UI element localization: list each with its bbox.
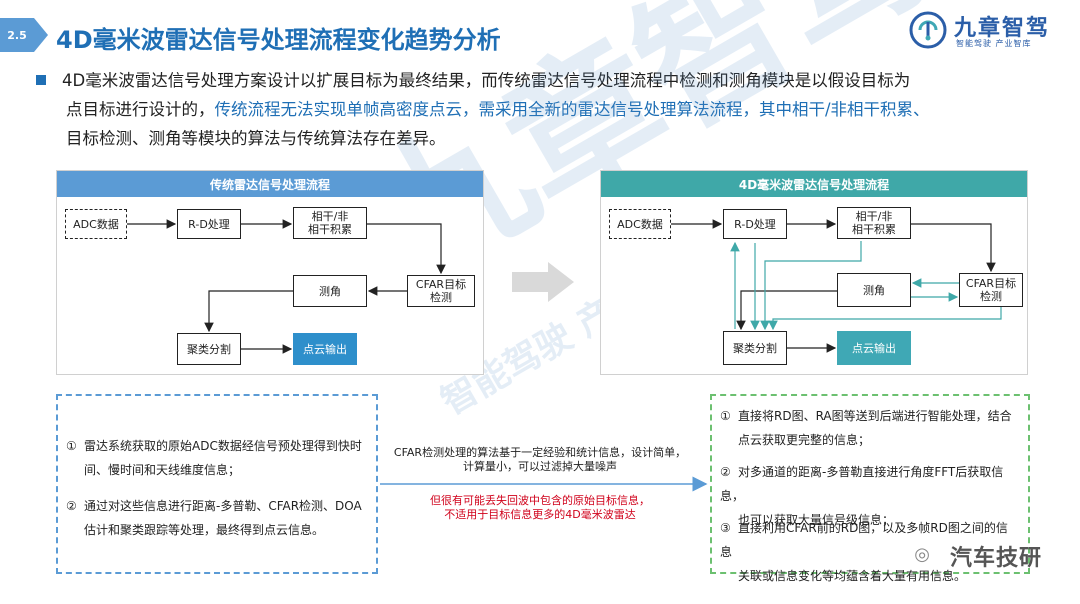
trad-node-cfar: CFAR目标 检测 [407,275,475,307]
r4d-node-adc: ADC数据 [609,209,671,239]
item-text: 也可以获取大量信号级信息； [738,513,895,527]
brand-name: 九章智驾 [954,16,1051,41]
desc-item-1: ① 直接将RD图、RA图等送到后端进行智能处理，结合 点云获取更完整的信息； [720,404,1018,452]
item-number: ③ [720,521,731,535]
wechat-icon: ◎ [914,544,930,565]
item-text: 关联或信息变化等均蕴含着大量有用信息。 [738,569,967,583]
cfar-note: CFAR检测处理的算法基于一定经验和统计信息，设计简单， 计算量小，可以过滤掉大… [380,446,700,474]
intro-text: 目标检测、测角等模块的算法与传统算法存在差异。 [66,129,446,148]
r4d-node-cfar: CFAR目标 检测 [959,273,1023,307]
r4d-node-cluster: 聚类分割 [723,331,787,365]
item-text: 对多通道的距离-多普勒直接进行角度FFT后获取信息， [720,465,1004,503]
cfar-warning-note: 但很有可能丢失回波中包含的原始目标信息， 不适用于目标信息更多的4D毫米波雷达 [380,494,700,522]
node-label: 检测 [980,290,1002,303]
intro-line-3: 目标检测、测角等模块的算法与传统算法存在差异。 [36,124,1036,153]
item-text: 直接将RD图、RA图等送到后端进行智能处理，结合 [738,409,1012,423]
item-text: 雷达系统获取的原始ADC数据经信号预处理得到快时 [84,439,362,453]
trad-node-rd: R-D处理 [177,209,241,239]
brand-tagline: 智能驾驶 产业智库 [956,39,1032,48]
node-label: 相干积累 [308,223,352,236]
trad-flow-arrows [127,219,446,354]
brand-logo: 九章智驾 智能驾驶 产业智库 [908,8,1058,52]
node-label: 相干/非 [855,210,893,223]
r4d-flow-arrows [671,219,1002,353]
item-number: ① [66,439,77,453]
trad-node-angle: 测角 [293,275,367,307]
intro-highlight: 其中相干/非相干积累、 [759,100,930,119]
desc-item-1: ① 雷达系统获取的原始ADC数据经信号预处理得到快时 间、慢时间和天线维度信息； [66,434,366,482]
intro-paragraph: 4D毫米波雷达信号处理方案设计以扩展目标为最终结果，而传统雷达信号处理流程中检测… [36,66,1036,153]
intro-line-2: 点目标进行设计的，传统流程无法实现单帧高密度点云，需采用全新的雷达信号处理算法流… [36,95,1036,124]
r4d-node-rd: R-D处理 [723,209,787,239]
item-text: 间、慢时间和天线维度信息； [84,463,241,477]
node-label: 相干积累 [852,223,896,236]
trad-node-adc: ADC数据 [65,209,127,239]
note-text: CFAR检测处理的算法基于一定经验和统计信息，设计简单， [393,446,687,459]
traditional-flow-panel: 传统雷达信号处理流程 ADC数据 R-D处理 相干/非 相干积累 CFAR目标 … [56,170,484,375]
note-text: 但很有可能丢失回波中包含的原始目标信息， [430,494,650,507]
intro-line-1: 4D毫米波雷达信号处理方案设计以扩展目标为最终结果，而传统雷达信号处理流程中检测… [36,66,1036,95]
item-number: ② [66,499,77,513]
intro-text: 点目标进行设计的， [66,100,215,119]
page-title: 4D毫米波雷达信号处理流程变化趋势分析 [56,26,501,54]
intro-highlight: 传统流程无法实现单帧高密度点云，需采用全新的雷达信号处理算法流程， [214,100,760,119]
item-text: 估计和聚类跟踪等处理，最终得到点云信息。 [84,523,325,537]
intro-text: 4D毫米波雷达信号处理方案设计以扩展目标为最终结果，而传统雷达信号处理流程中检测… [62,71,911,90]
radar4d-flow-panel: 4D毫米波雷达信号处理流程 ADC数据 R-D处理 相干/非 相干积累 CFAR… [600,170,1028,375]
item-number: ② [720,465,731,479]
desc-item-2: ② 通过对这些信息进行距离-多普勒、CFAR检测、DOA 估计和聚类跟踪等处理，最… [66,494,366,542]
r4d-node-angle: 测角 [837,273,911,307]
section-arrow-shape [34,18,48,52]
brand-logo-icon [909,11,947,49]
item-text: 通过对这些信息进行距离-多普勒、CFAR检测、DOA [84,499,362,513]
wechat-watermark: 汽车技研 [949,546,1042,571]
item-number: ① [720,409,731,423]
r4d-node-output: 点云输出 [837,331,911,365]
trad-node-output: 点云输出 [293,333,357,365]
section-number: 2.5 [0,18,34,52]
node-label: 检测 [430,291,452,304]
radar4d-flow-title: 4D毫米波雷达信号处理流程 [601,171,1027,197]
traditional-flow-title: 传统雷达信号处理流程 [57,171,483,197]
note-text: 不适用于目标信息更多的4D毫米波雷达 [444,508,636,521]
note-text: 计算量小，可以过滤掉大量噪声 [463,460,617,473]
node-label: 相干/非 [311,210,349,223]
r4d-node-accumulation: 相干/非 相干积累 [837,207,911,239]
node-label: CFAR目标 [965,277,1017,290]
node-label: CFAR目标 [415,278,467,291]
bullet-square-icon [36,75,46,85]
trad-node-accumulation: 相干/非 相干积累 [293,207,367,239]
trad-node-cluster: 聚类分割 [177,333,241,365]
item-text: 点云获取更完整的信息； [738,433,871,447]
section-header: 2.5 4D毫米波雷达信号处理流程变化趋势分析 [0,18,600,54]
item-text: 直接利用CFAR前的RD图，以及多帧RD图之间的信息 [720,521,1008,559]
